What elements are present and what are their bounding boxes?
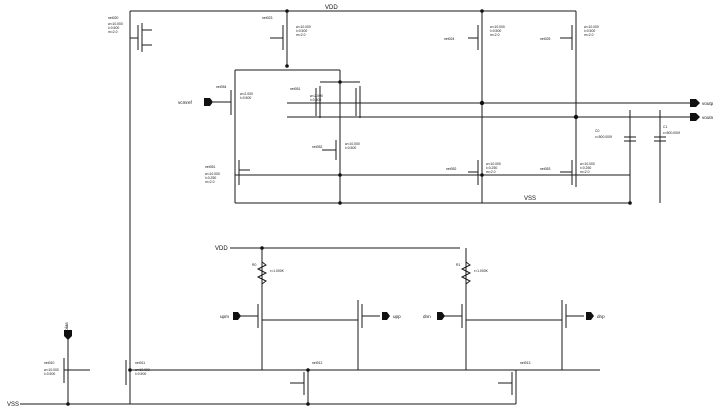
- voutp-port: voutp: [690, 99, 714, 107]
- dnn-label: dnn: [423, 314, 431, 319]
- bias-diode-name: net010: [44, 361, 54, 365]
- cap-c0-params: c=500.000f: [595, 135, 612, 139]
- cap-c1-params: c=500.000f: [663, 131, 680, 135]
- switch-up-left: upm: [220, 302, 263, 330]
- vss-label-bottom: VSS: [7, 402, 19, 408]
- switch-dn-left: dnn: [423, 302, 467, 330]
- vdd-rail: VDD: [130, 5, 576, 12]
- bias-nmos-mirror-2: net012: [290, 361, 322, 397]
- dnp-label: dnp: [597, 314, 605, 319]
- resistor-r0-params: r=1.000K: [270, 269, 285, 273]
- cap-c0-name: C0: [595, 129, 599, 133]
- vss-label-top: VSS: [524, 196, 536, 202]
- bias-mirror-2-name: net012: [312, 361, 322, 365]
- cmfb-tail-name: net052: [312, 145, 322, 149]
- top-pmos-4-name: net025: [540, 37, 550, 41]
- mid-nmos-center-name: net052: [446, 167, 456, 171]
- vss-rail-top: VSS: [235, 196, 630, 204]
- junction-dots: [66, 9, 632, 406]
- bias-mirror-1-name: net011: [135, 361, 145, 365]
- resistor-r1-name: R1: [456, 263, 460, 267]
- vdd-label-bottom: VDD: [215, 246, 228, 252]
- vertical-wires: [67, 11, 661, 404]
- cap-c1: C1 c=500.000f: [654, 125, 680, 142]
- top-pmos-2-name: net023: [262, 16, 272, 20]
- top-pmos-3-name: net024: [444, 37, 454, 41]
- resistor-r0-name: R0: [252, 263, 256, 267]
- resistor-r1-params: r=1.000K: [474, 269, 489, 273]
- switch-up-right: upp: [357, 302, 401, 330]
- cmfb-left-name: net054: [216, 85, 226, 89]
- voutn-port: voutn: [690, 113, 714, 121]
- cap-c0: C0 c=500.000f: [595, 129, 636, 142]
- vss-rail-bottom: VSS: [7, 402, 516, 408]
- voutp-label: voutp: [702, 101, 714, 106]
- ibias-port: Ibias: [64, 322, 72, 340]
- voutn-label: voutn: [702, 115, 714, 120]
- cap-c1-name: C1: [663, 125, 667, 129]
- bias-nmos-mirror-3: net013: [498, 361, 530, 397]
- mid-nmos-left-name: net051: [205, 165, 215, 169]
- horizontal-wires: [130, 69, 690, 371]
- upm-label: upm: [220, 314, 229, 319]
- vdd-label: VDD: [325, 5, 338, 11]
- resistor-r0: R0 r=1.000K: [252, 261, 285, 285]
- top-pmos-1-name: net020: [108, 16, 118, 20]
- ibias-label: Ibias: [64, 322, 69, 332]
- upp-label: upp: [393, 314, 401, 319]
- vcmref-label: vcmref: [178, 100, 193, 105]
- mid-nmos-right-name: net053: [540, 167, 550, 171]
- cmfb-diffpair-name: net051: [290, 87, 300, 91]
- switch-dn-right: dnp: [561, 302, 605, 330]
- vcmref-port: vcmref: [178, 98, 220, 106]
- resistor-r1: R1 r=1.000K: [456, 261, 489, 285]
- vdd-rail-bottom: VDD: [215, 246, 460, 252]
- bias-mirror-3-name: net013: [520, 361, 530, 365]
